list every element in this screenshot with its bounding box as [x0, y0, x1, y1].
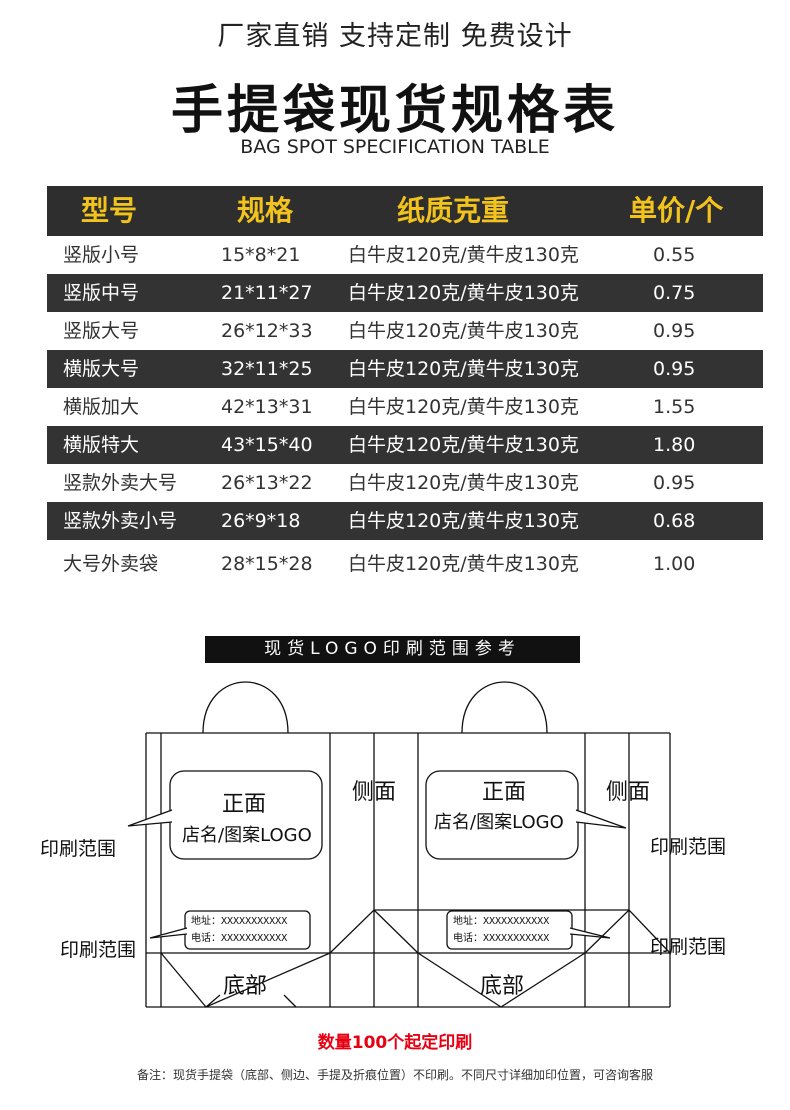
table-row: 竖款外卖小号 26*9*18 白牛皮120克/黄牛皮130克 0.68 — [47, 502, 763, 540]
cell-model: 竖版中号 — [63, 282, 140, 304]
left-front-text: 店名/图案LOGO — [182, 825, 312, 846]
print-range-diagram: 正面 店名/图案LOGO 正面 店名/图案LOGO 侧面 侧面 印刷范围 印刷范… — [0, 670, 790, 1020]
cell-price: 0.68 — [653, 510, 696, 532]
cell-price: 1.55 — [653, 396, 696, 418]
cell-paper: 白牛皮120克/黄牛皮130克 — [348, 320, 579, 342]
cell-price: 0.95 — [653, 358, 696, 380]
table-row: 大号外卖袋 28*15*28 白牛皮120克/黄牛皮130克 1.00 — [47, 540, 763, 588]
cell-spec: 15*8*21 — [221, 244, 301, 266]
cell-paper: 白牛皮120克/黄牛皮130克 — [348, 434, 579, 456]
cell-price: 0.75 — [653, 282, 696, 304]
cell-price: 1.00 — [653, 553, 696, 575]
table-row: 竖款外卖大号 26*13*22 白牛皮120克/黄牛皮130克 0.95 — [47, 464, 763, 502]
bag-diagram-svg — [127, 681, 671, 1008]
cell-spec: 42*13*31 — [221, 396, 313, 418]
cell-spec: 21*11*27 — [221, 282, 313, 304]
left-bag-handle — [202, 681, 289, 734]
table-row: 竖版大号 26*12*33 白牛皮120克/黄牛皮130克 0.95 — [47, 312, 763, 350]
cell-price: 1.80 — [653, 434, 696, 456]
spec-table: 型号 规格 纸质克重 单价/个 竖版小号 15*8*21 白牛皮120克/黄牛皮… — [47, 186, 763, 588]
footer-note: 备注：现货手提袋（底部、侧边、手提及折痕位置）不印刷。不同尺寸详细加印位置，可咨… — [136, 1068, 653, 1082]
left-bottom-label: 底部 — [223, 974, 268, 999]
table-header: 型号 规格 纸质克重 单价/个 — [47, 186, 763, 236]
cell-price: 0.95 — [653, 320, 696, 342]
header-spec: 规格 — [237, 194, 294, 227]
tagline: 厂家直销 支持定制 免费设计 — [217, 21, 573, 52]
table-row: 横版特大 43*15*40 白牛皮120克/黄牛皮130克 1.80 — [47, 426, 763, 464]
cell-model: 横版特大 — [63, 434, 140, 456]
print-range-label: 印刷范围 — [650, 936, 727, 958]
cell-paper: 白牛皮120克/黄牛皮130克 — [348, 244, 579, 266]
cell-paper: 白牛皮120克/黄牛皮130克 — [348, 553, 579, 575]
cell-model: 竖版小号 — [63, 244, 140, 266]
cell-price: 0.55 — [653, 244, 696, 266]
left-side-label: 侧面 — [352, 780, 397, 805]
left-front-label: 正面 — [222, 792, 267, 817]
print-range-label: 印刷范围 — [650, 836, 727, 858]
cell-price: 0.95 — [653, 472, 696, 494]
page-title: 手提袋现货规格表 — [170, 81, 619, 141]
right-bag-handle — [461, 681, 548, 734]
cell-paper: 白牛皮120克/黄牛皮130克 — [348, 358, 579, 380]
minimum-quantity: 数量100个起定印刷 — [317, 1033, 473, 1053]
right-bottom-label: 底部 — [480, 974, 525, 999]
page-subtitle: BAG SPOT SPECIFICATION TABLE — [240, 136, 550, 158]
cell-paper: 白牛皮120克/黄牛皮130克 — [348, 510, 579, 532]
cell-paper: 白牛皮120克/黄牛皮130克 — [348, 282, 579, 304]
print-range-label: 印刷范围 — [40, 838, 117, 860]
table-row: 竖版小号 15*8*21 白牛皮120克/黄牛皮130克 0.55 — [47, 236, 763, 274]
cell-model: 竖款外卖小号 — [63, 510, 178, 532]
cell-paper: 白牛皮120克/黄牛皮130克 — [348, 472, 579, 494]
header-model: 型号 — [81, 194, 138, 227]
address-line: 地址：XXXXXXXXXXX — [453, 916, 550, 927]
cell-model: 竖款外卖大号 — [63, 472, 178, 494]
cell-spec: 26*12*33 — [221, 320, 313, 342]
cell-spec: 43*15*40 — [221, 434, 313, 456]
print-range-label: 印刷范围 — [60, 939, 137, 961]
header-price: 单价/个 — [629, 194, 724, 227]
table-row: 横版大号 32*11*25 白牛皮120克/黄牛皮130克 0.95 — [47, 350, 763, 388]
cell-model: 横版加大 — [63, 396, 140, 418]
logo-range-banner: 现货LOGO印刷范围参考 — [205, 636, 580, 663]
right-front-text: 店名/图案LOGO — [434, 812, 564, 833]
right-side-label: 侧面 — [606, 780, 651, 805]
header-paper: 纸质克重 — [397, 194, 510, 227]
cell-model: 竖版大号 — [63, 320, 140, 342]
cell-spec: 28*15*28 — [221, 553, 313, 575]
cell-spec: 32*11*25 — [221, 358, 313, 380]
cell-paper: 白牛皮120克/黄牛皮130克 — [348, 396, 579, 418]
cell-model: 横版大号 — [63, 358, 140, 380]
address-line: 地址：XXXXXXXXXXX — [191, 916, 288, 927]
table-row: 横版加大 42*13*31 白牛皮120克/黄牛皮130克 1.55 — [47, 388, 763, 426]
cell-model: 大号外卖袋 — [63, 553, 159, 575]
phone-line: 电话：XXXXXXXXXXX — [453, 933, 550, 944]
table-row: 竖版中号 21*11*27 白牛皮120克/黄牛皮130克 0.75 — [47, 274, 763, 312]
phone-line: 电话：XXXXXXXXXXX — [191, 933, 288, 944]
cell-spec: 26*13*22 — [221, 472, 313, 494]
cell-spec: 26*9*18 — [221, 510, 301, 532]
right-front-label: 正面 — [482, 780, 527, 805]
